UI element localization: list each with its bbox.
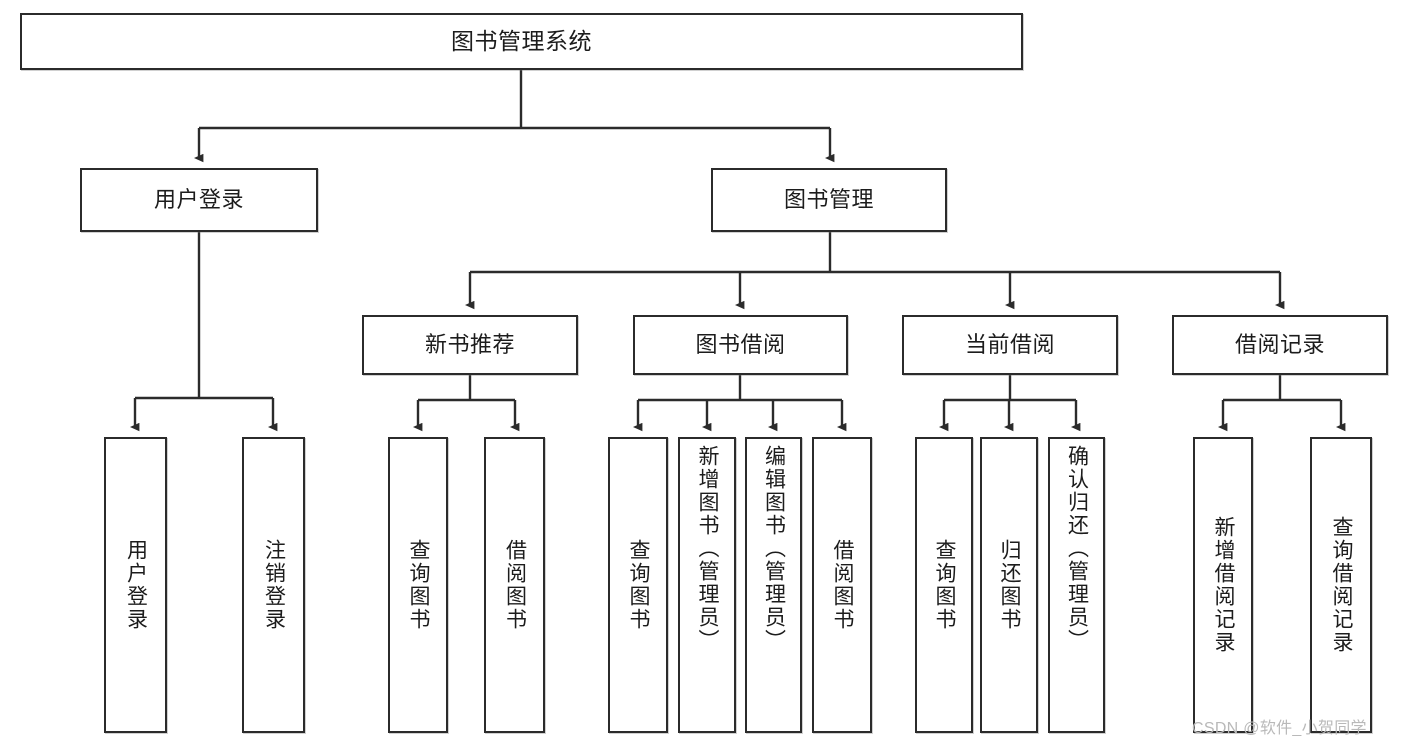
node-label: 新书推荐	[424, 332, 515, 358]
leaf-edit-book[interactable]: 编辑图书（管理员）	[745, 437, 802, 733]
node-label: 查询图书	[627, 539, 651, 631]
node-label: 编辑图书（管理员）	[762, 445, 786, 652]
node-root-system[interactable]: 图书管理系统	[20, 13, 1023, 70]
node-new-book-recommend[interactable]: 新书推荐	[362, 315, 578, 375]
leaf-borrow-book-1[interactable]: 借阅图书	[484, 437, 545, 733]
node-label: 注销登录	[262, 539, 286, 631]
leaf-confirm-return[interactable]: 确认归还（管理员）	[1048, 437, 1105, 733]
node-label: 用户登录	[153, 187, 244, 213]
node-label: 图书管理	[783, 187, 874, 213]
node-current-borrow[interactable]: 当前借阅	[902, 315, 1118, 375]
node-label: 当前借阅	[964, 332, 1055, 358]
node-book-borrow[interactable]: 图书借阅	[633, 315, 848, 375]
leaf-return-book[interactable]: 归还图书	[980, 437, 1038, 733]
node-label: 查询借阅记录	[1330, 516, 1354, 654]
node-label: 借阅记录	[1234, 332, 1325, 358]
leaf-query-book-3[interactable]: 查询图书	[915, 437, 973, 733]
leaf-query-book-2[interactable]: 查询图书	[608, 437, 668, 733]
node-label: 借阅图书	[831, 539, 855, 631]
node-label: 查询图书	[407, 539, 431, 631]
leaf-query-book-1[interactable]: 查询图书	[388, 437, 448, 733]
node-borrow-record[interactable]: 借阅记录	[1172, 315, 1388, 375]
node-user-login[interactable]: 用户登录	[80, 168, 318, 232]
leaf-add-book[interactable]: 新增图书（管理员）	[678, 437, 736, 733]
node-label: 归还图书	[998, 539, 1022, 631]
node-label: 新增图书（管理员）	[696, 445, 720, 652]
node-label: 新增借阅记录	[1212, 516, 1236, 654]
leaf-user-login[interactable]: 用户登录	[104, 437, 167, 733]
node-label: 图书管理系统	[451, 27, 592, 54]
node-label: 确认归还（管理员）	[1065, 445, 1089, 652]
leaf-query-record[interactable]: 查询借阅记录	[1310, 437, 1372, 733]
leaf-borrow-book-2[interactable]: 借阅图书	[812, 437, 872, 733]
node-label: 用户登录	[124, 539, 148, 631]
node-label: 借阅图书	[503, 539, 527, 631]
watermark: CSDN @软件_小贺同学	[1192, 720, 1367, 737]
node-label: 图书借阅	[695, 332, 786, 358]
node-label: 查询图书	[933, 539, 957, 631]
leaf-logout[interactable]: 注销登录	[242, 437, 305, 733]
leaf-add-record[interactable]: 新增借阅记录	[1193, 437, 1253, 733]
node-book-management[interactable]: 图书管理	[711, 168, 947, 232]
